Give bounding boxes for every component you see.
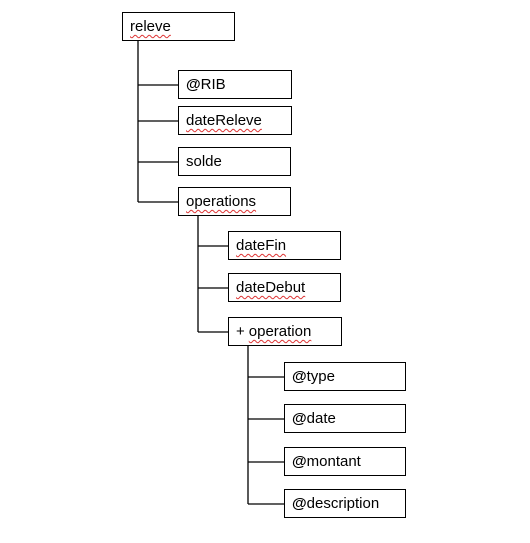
node-label: releve [130, 18, 171, 35]
attribute-prefix: @ [292, 368, 307, 385]
node-label: dateDebut [236, 279, 306, 296]
node-operations: operations [178, 187, 291, 216]
node-description: @description [284, 489, 406, 518]
attribute-prefix: @ [292, 410, 307, 427]
repeat-prefix: + [236, 323, 245, 340]
node-label: dateReleve [186, 112, 262, 129]
node-montant: @montant [284, 447, 406, 476]
node-label: type [306, 368, 335, 385]
node-releve: releve [122, 12, 235, 41]
node-label: solde [186, 153, 222, 170]
node-date: @date [284, 404, 406, 433]
node-solde: solde [178, 147, 291, 176]
node-label: description [306, 495, 380, 512]
node-label: operations [186, 193, 257, 210]
attribute-prefix: @ [186, 76, 201, 93]
node-label: montant [306, 453, 361, 470]
node-type: @type [284, 362, 406, 391]
attribute-prefix: @ [292, 495, 307, 512]
node-label: dateFin [236, 237, 287, 254]
node-operation: +operation [228, 317, 342, 346]
node-label: RIB [200, 76, 226, 93]
node-rib: @RIB [178, 70, 292, 99]
node-label: date [306, 410, 336, 427]
node-datedebut: dateDebut [228, 273, 341, 302]
node-datereleve: dateReleve [178, 106, 292, 135]
node-label: operation [248, 323, 312, 340]
attribute-prefix: @ [292, 453, 307, 470]
node-datefin: dateFin [228, 231, 341, 260]
